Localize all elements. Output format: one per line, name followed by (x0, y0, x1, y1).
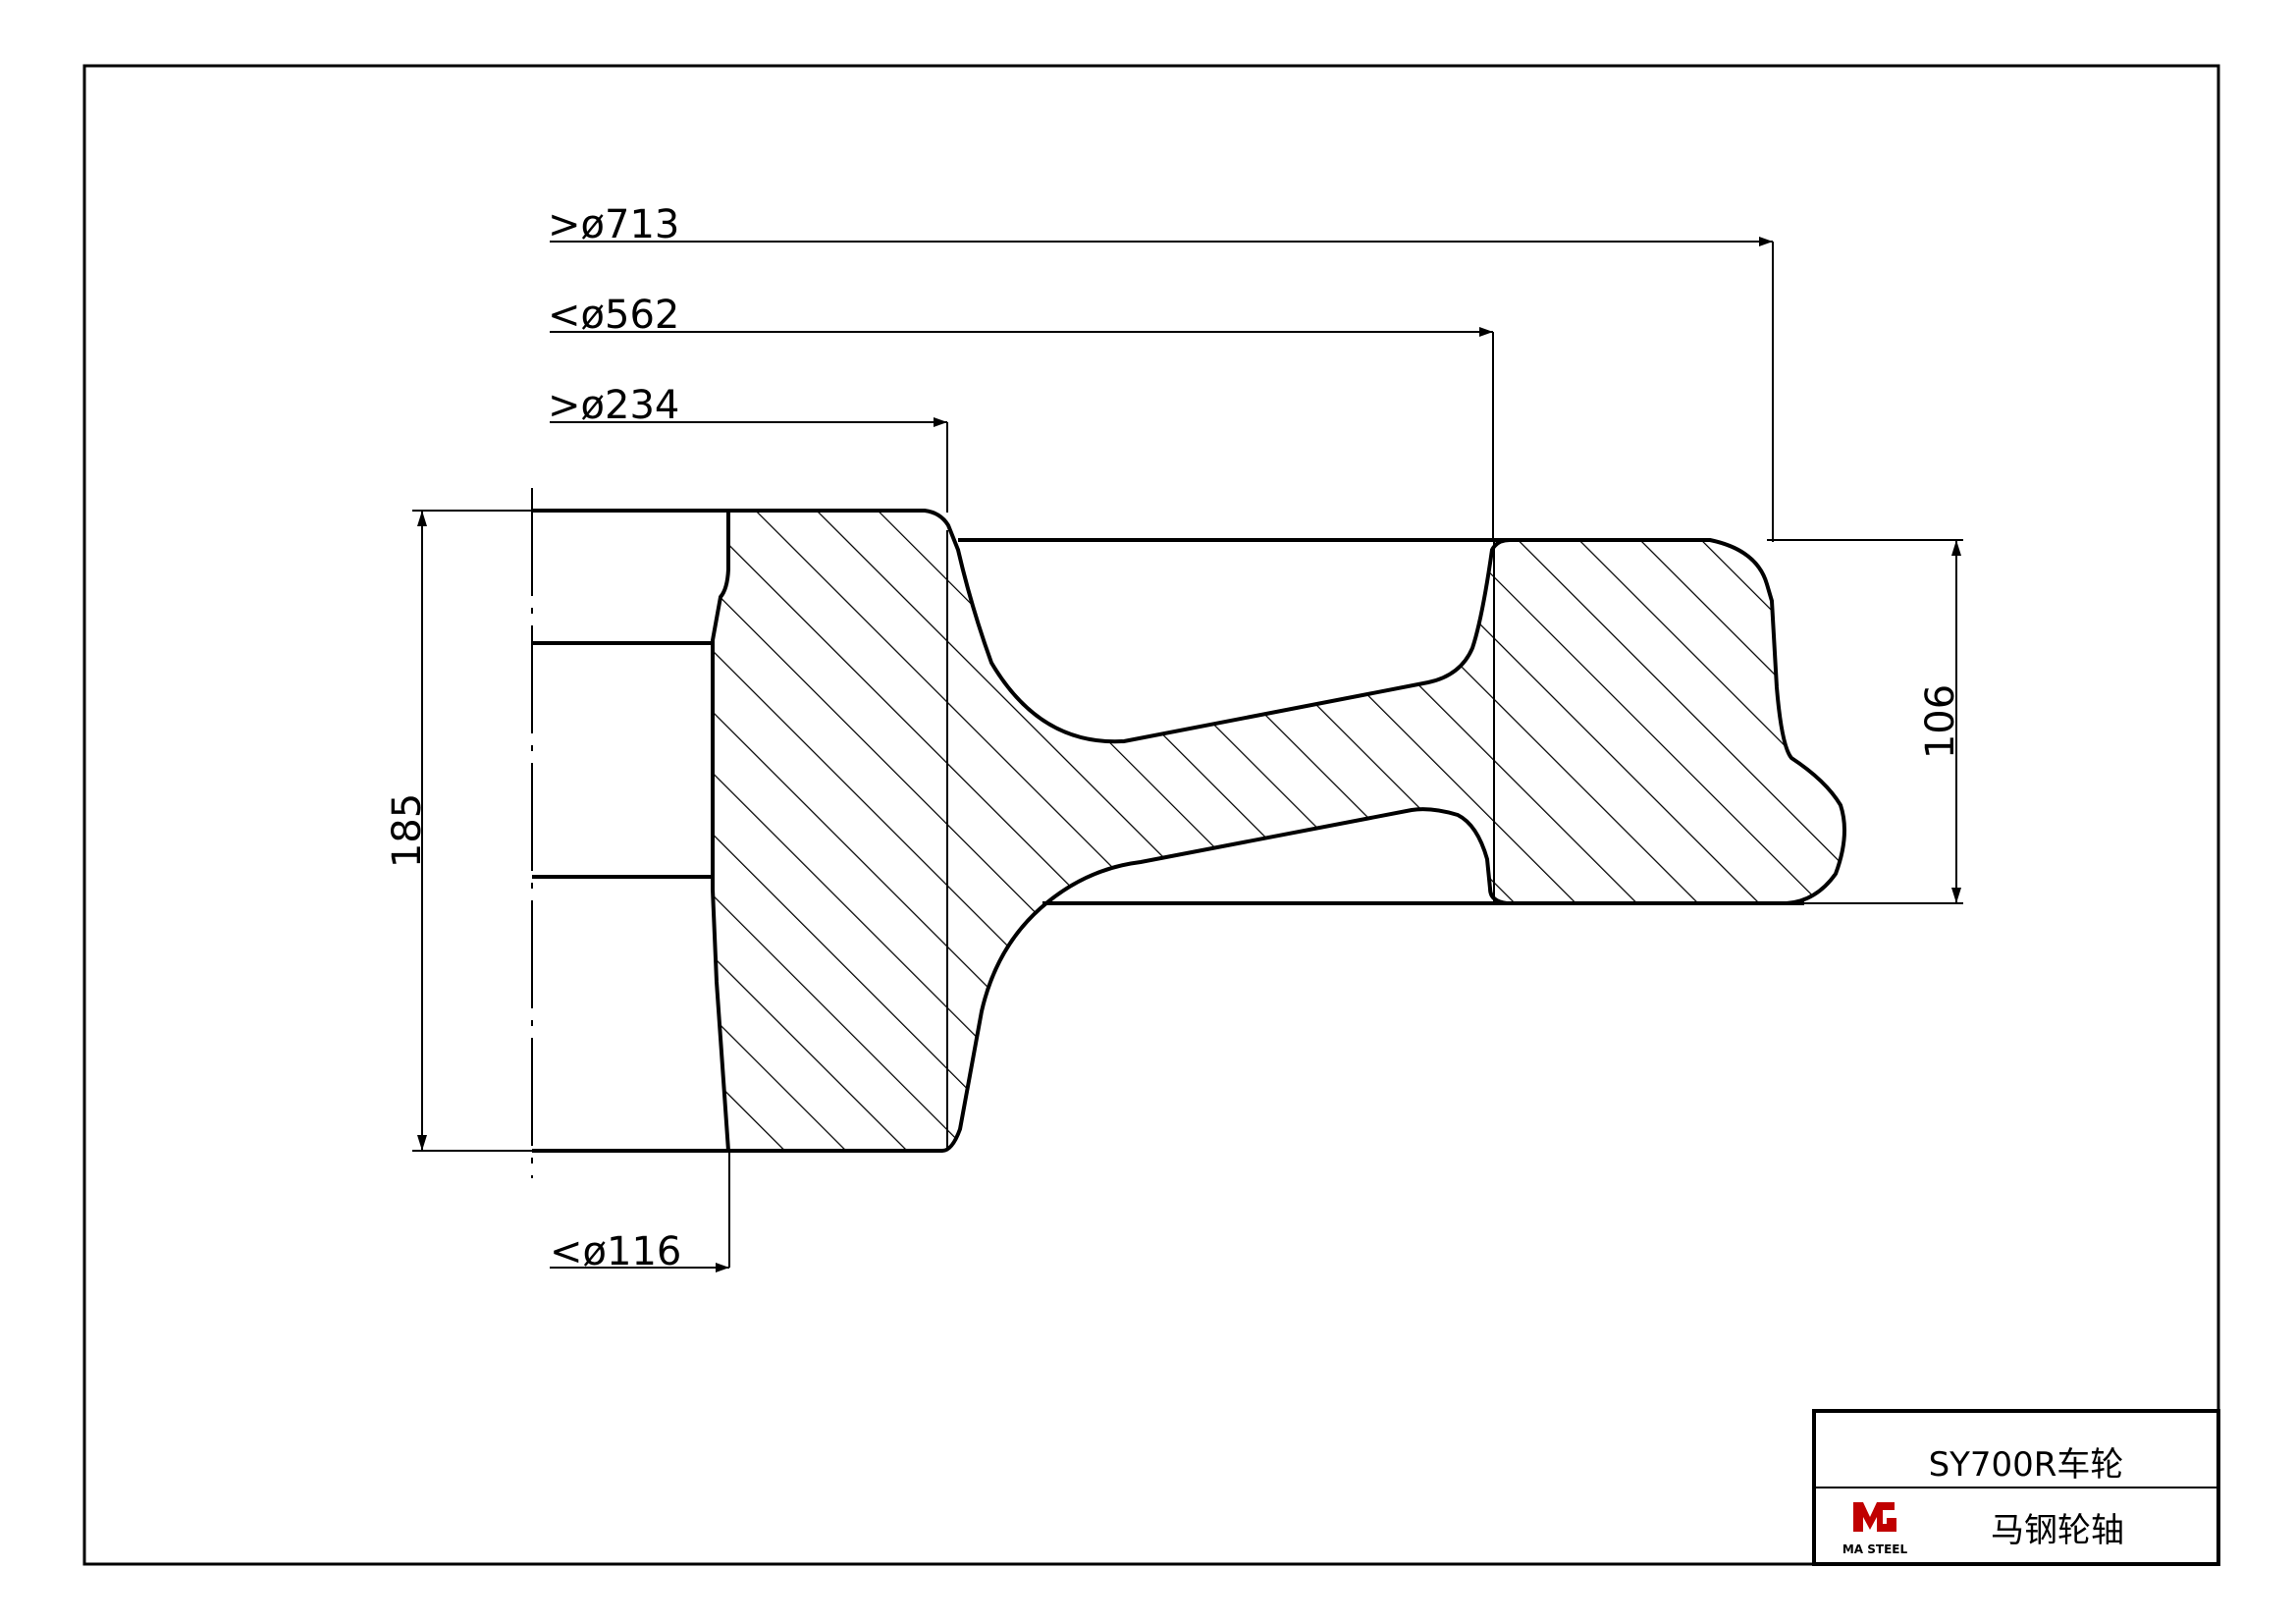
dimension-h106: 106 (1767, 539, 1963, 904)
part-name: SY700R车轮 (1929, 1445, 2124, 1485)
dimension-d562-label: <ø562 (548, 293, 679, 338)
dimension-d234: >ø234 (548, 383, 948, 513)
dimension-d234-label: >ø234 (548, 383, 679, 428)
dimension-d116-label: <ø116 (550, 1229, 681, 1274)
company-name: 马钢轮轴 (1991, 1511, 2124, 1550)
dimension-d562: <ø562 (548, 293, 1494, 542)
dimension-h185-label: 185 (385, 793, 430, 868)
dimension-d713: >ø713 (548, 202, 1774, 542)
title-block: SY700R车轮 马钢轮轴 MA STEEL (1812, 1409, 2220, 1566)
section-hatch (713, 511, 1844, 1151)
dimension-h106-label: 106 (1918, 684, 1963, 759)
dimension-d713-label: >ø713 (548, 202, 679, 247)
wheel-cross-section (531, 488, 1846, 1178)
dimension-h185: 185 (385, 510, 532, 1152)
masteel-logo-icon: MA STEEL (1842, 1502, 1908, 1556)
drawing-frame (82, 64, 2220, 1566)
dimension-d116: <ø116 (550, 1149, 730, 1274)
section-outline (711, 509, 1846, 1153)
logo-caption: MA STEEL (1842, 1542, 1908, 1556)
